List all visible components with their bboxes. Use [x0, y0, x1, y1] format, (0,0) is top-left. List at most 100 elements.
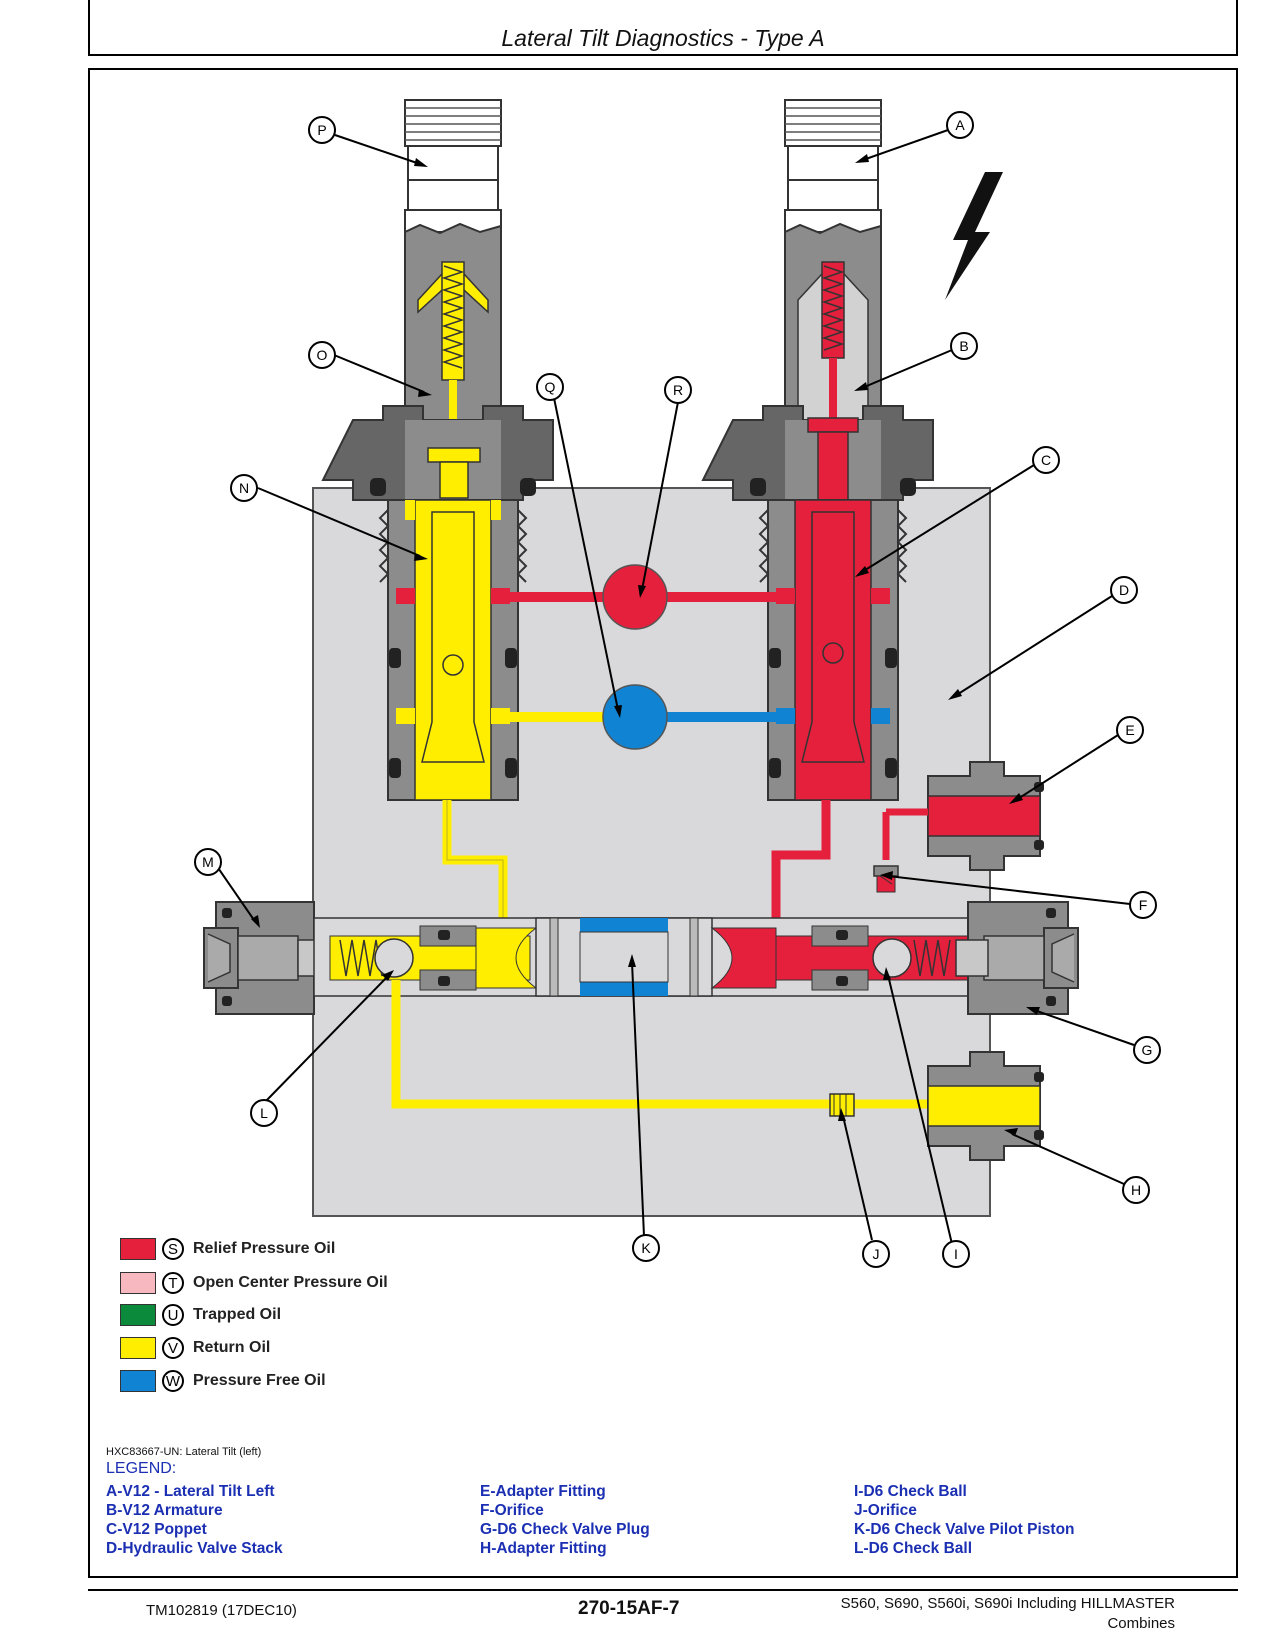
- relief-swatch: [120, 1238, 156, 1260]
- svg-text:N: N: [239, 480, 249, 496]
- footer-model-list: S560, S690, S560i, S690i Including HILLM…: [840, 1595, 1175, 1612]
- right-valve: [701, 99, 934, 801]
- callout-o: O: [308, 341, 336, 369]
- callout-d: D: [1110, 576, 1138, 604]
- svg-text:E: E: [1125, 722, 1134, 738]
- part-item: B-V12 Armature: [106, 1502, 223, 1519]
- return-line-bottom: [391, 980, 930, 1109]
- callout-n: N: [230, 474, 258, 502]
- legend-letter-s: S: [162, 1238, 184, 1260]
- legend-letter-w: W: [162, 1370, 184, 1392]
- title-frame: Lateral Tilt Diagnostics - Type A: [88, 0, 1238, 56]
- oil-legend-pressure-free: W Pressure Free Oil: [120, 1368, 326, 1394]
- passage-marker-q: [602, 684, 668, 750]
- svg-text:O: O: [317, 347, 328, 363]
- footer-divider: [88, 1589, 1238, 1591]
- callout-q: Q: [536, 373, 564, 401]
- svg-text:P: P: [317, 122, 326, 138]
- return-line-left: [442, 800, 508, 930]
- svg-text:Q: Q: [545, 379, 556, 395]
- figure-id: HXC83667-UN: Lateral Tilt (left): [106, 1446, 262, 1458]
- svg-text:H: H: [1131, 1182, 1141, 1198]
- parts-column-2: E-Adapter Fitting F-Orifice G-D6 Check V…: [480, 1482, 650, 1558]
- legend-letter-v: V: [162, 1337, 184, 1359]
- part-item: I-D6 Check Ball: [854, 1483, 967, 1500]
- callout-l: L: [250, 1099, 278, 1127]
- callout-k: K: [632, 1234, 660, 1262]
- leader-arrowheads: [251, 154, 1040, 1136]
- legend-label-trapped: Trapped Oil: [193, 1306, 282, 1323]
- page-title: Lateral Tilt Diagnostics - Type A: [501, 25, 825, 51]
- parts-column-3: I-D6 Check Ball J-Orifice K-D6 Check Val…: [854, 1482, 1075, 1558]
- svg-text:F: F: [1139, 897, 1148, 913]
- part-item: K-D6 Check Valve Pilot Piston: [854, 1521, 1075, 1538]
- part-item: D-Hydraulic Valve Stack: [106, 1540, 283, 1557]
- return-passage-top: [491, 712, 603, 722]
- svg-text:R: R: [673, 382, 683, 398]
- part-item: J-Orifice: [854, 1502, 917, 1519]
- callout-g: G: [1133, 1036, 1161, 1064]
- lightning-icon: [945, 172, 1003, 300]
- part-item: L-D6 Check Ball: [854, 1540, 973, 1557]
- svg-text:A: A: [955, 117, 965, 133]
- adapter-fitting-h: [927, 1051, 1044, 1161]
- passage-marker-r: [602, 564, 668, 630]
- svg-text:B: B: [959, 338, 968, 354]
- pressure-free-swatch: [120, 1370, 156, 1392]
- callout-j: J: [862, 1240, 890, 1268]
- open-center-swatch: [120, 1272, 156, 1294]
- parts-column-1: A-V12 - Lateral Tilt Left B-V12 Armature…: [106, 1482, 283, 1558]
- svg-text:M: M: [202, 854, 214, 870]
- callout-b: B: [950, 332, 978, 360]
- callout-i: I: [942, 1240, 970, 1268]
- legend-letter-t: T: [162, 1272, 184, 1294]
- legend-letter-u: U: [162, 1304, 184, 1326]
- part-item: F-Orifice: [480, 1502, 544, 1519]
- return-swatch: [120, 1337, 156, 1359]
- trapped-swatch: [120, 1304, 156, 1326]
- footer-doc-id: TM102819 (17DEC10): [146, 1602, 297, 1619]
- oil-legend-trapped: U Trapped Oil: [120, 1302, 281, 1328]
- pressure-free-passage: [666, 712, 781, 722]
- legend-label-return: Return Oil: [193, 1339, 271, 1356]
- callout-r: R: [664, 376, 692, 404]
- legend-label-open-center: Open Center Pressure Oil: [193, 1274, 388, 1291]
- legend-heading: LEGEND:: [106, 1460, 177, 1477]
- adapter-fitting-e: [886, 761, 1044, 871]
- callout-c: C: [1032, 446, 1060, 474]
- orifice-f: [873, 865, 899, 893]
- svg-text:L: L: [260, 1105, 268, 1121]
- diagram-frame: [88, 68, 1238, 1578]
- footer-models: S560, S690, S560i, S690i Including HILLM…: [841, 1594, 1175, 1634]
- part-item: A-V12 - Lateral Tilt Left: [106, 1483, 275, 1500]
- svg-text:C: C: [1041, 452, 1051, 468]
- relief-line-right: [771, 800, 831, 930]
- left-valve: [321, 99, 554, 801]
- svg-text:D: D: [1119, 582, 1129, 598]
- footer-page-number: 270-15AF-7: [578, 1598, 680, 1619]
- check-valve-assembly: [203, 901, 1079, 1015]
- callout-m: M: [194, 848, 222, 876]
- svg-text:K: K: [641, 1240, 651, 1256]
- footer-category: Combines: [1107, 1615, 1175, 1632]
- callout-f: F: [1129, 891, 1157, 919]
- callout-h: H: [1122, 1176, 1150, 1204]
- part-item: H-Adapter Fitting: [480, 1540, 607, 1557]
- leader-lines: [213, 129, 1135, 1245]
- callout-a: A: [946, 111, 974, 139]
- svg-text:J: J: [873, 1246, 880, 1262]
- part-item: G-D6 Check Valve Plug: [480, 1521, 650, 1538]
- legend-label-pressure-free: Pressure Free Oil: [193, 1372, 326, 1389]
- oil-legend-relief: S Relief Pressure Oil: [120, 1236, 335, 1262]
- oil-legend-return: V Return Oil: [120, 1335, 270, 1361]
- part-item: C-V12 Poppet: [106, 1521, 207, 1538]
- part-item: E-Adapter Fitting: [480, 1483, 606, 1500]
- callout-e: E: [1116, 716, 1144, 744]
- legend-label-relief: Relief Pressure Oil: [193, 1240, 336, 1257]
- oil-legend-open-center: T Open Center Pressure Oil: [120, 1270, 388, 1296]
- orifice-j: [829, 1093, 855, 1117]
- callout-p: P: [308, 116, 336, 144]
- svg-text:G: G: [1142, 1042, 1153, 1058]
- svg-text:I: I: [954, 1246, 958, 1262]
